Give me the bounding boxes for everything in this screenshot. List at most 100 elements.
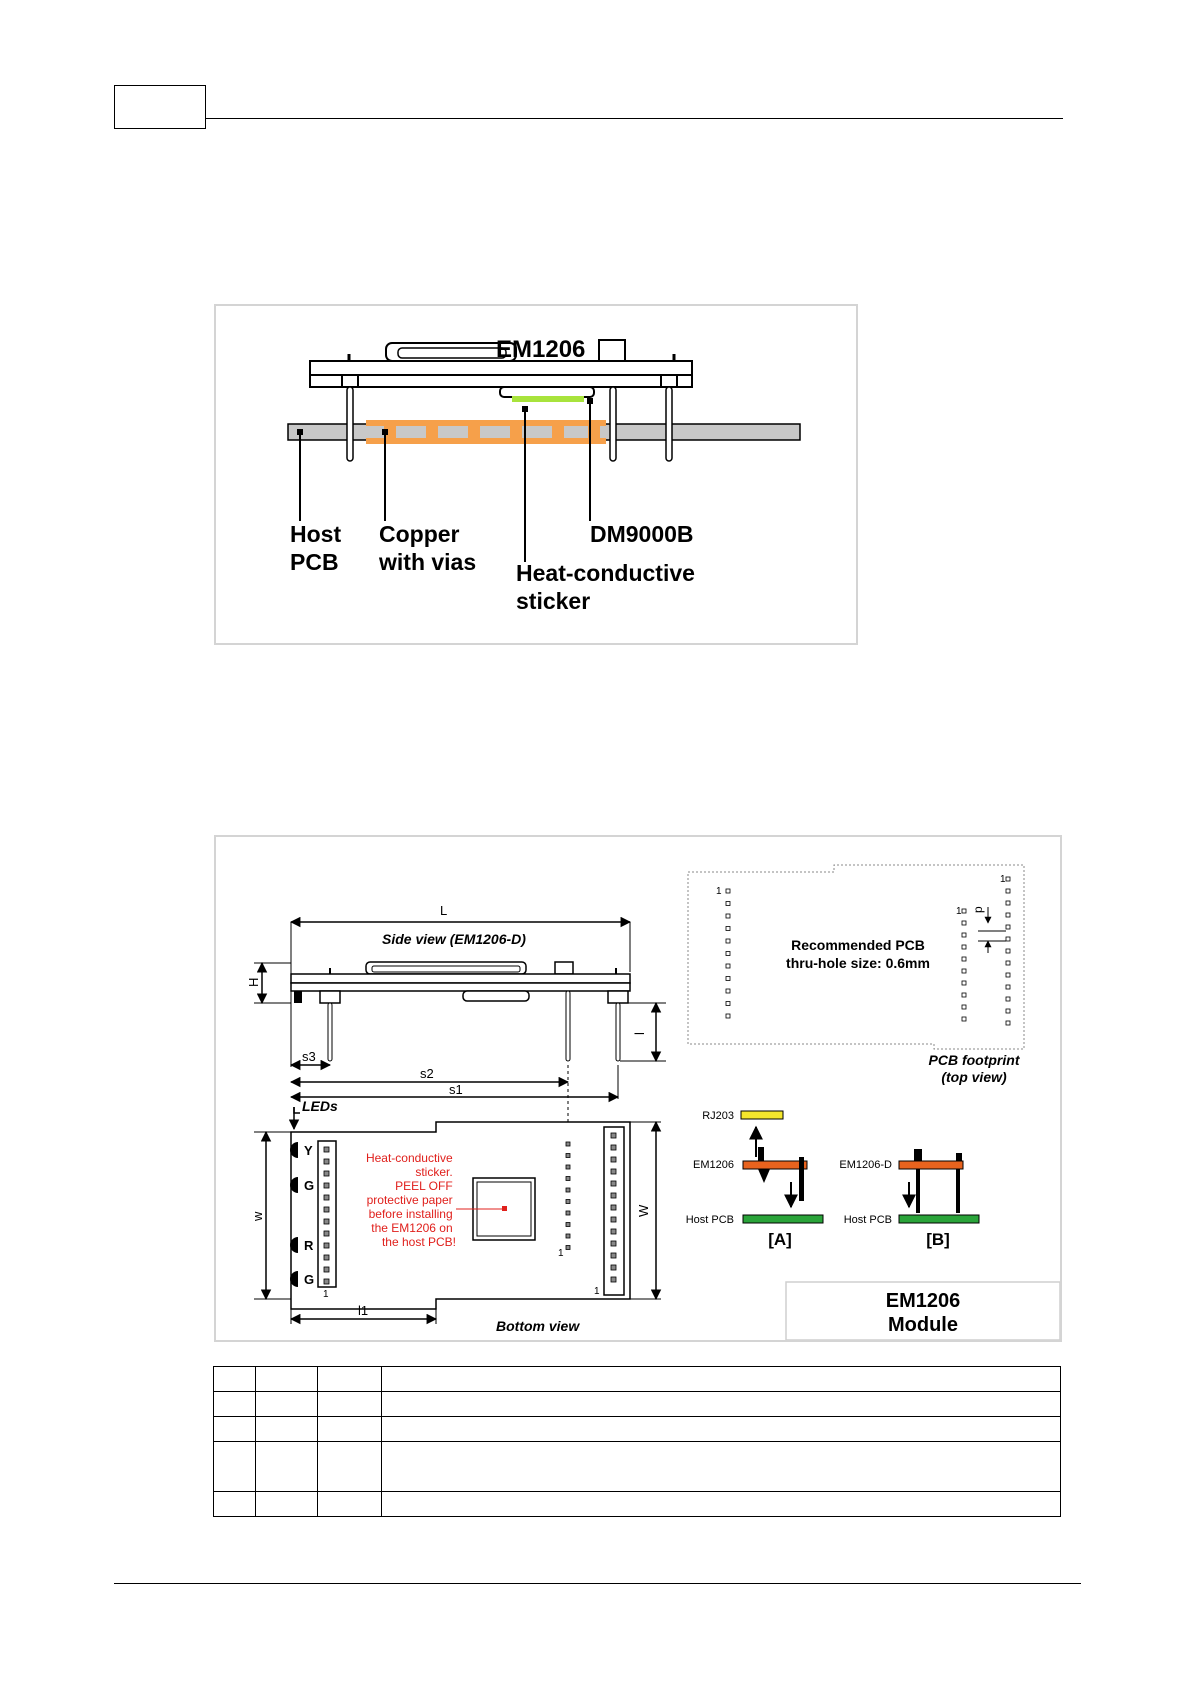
pin1-right-label: 1 [594, 1286, 600, 1297]
footprint-hole [961, 956, 967, 962]
footprint-hole [725, 901, 731, 906]
mechanical-drawing: L Side view (EM1206-D) H l s3 s2 s1 [246, 864, 1061, 1341]
table-cell [255, 1366, 318, 1392]
footprint-hole [1005, 936, 1011, 942]
label-sticker: Heat-conductive [516, 560, 695, 586]
connector-pin [323, 1254, 330, 1261]
footprint-line-1: Recommended PCB [791, 937, 925, 953]
table-cell [213, 1441, 256, 1492]
table-cell [317, 1391, 382, 1417]
dim-H-label: H [246, 978, 261, 987]
table-row [213, 1366, 1061, 1392]
connector-pin [323, 1182, 330, 1189]
footprint-hole [725, 951, 731, 956]
table-cell [213, 1491, 256, 1517]
connector-pin [323, 1170, 330, 1177]
table-cell [255, 1441, 318, 1492]
footprint-pin1-right: 1 [1000, 874, 1006, 885]
dim-w-label: w [250, 1211, 265, 1222]
footprint-hole [725, 1001, 731, 1006]
footprint-hole [961, 920, 967, 926]
connector-pin [323, 1146, 330, 1153]
connector-pin [610, 1228, 617, 1235]
header-pin [565, 1199, 571, 1204]
led-R-label: R [304, 1238, 314, 1253]
footprint-hole [961, 992, 967, 998]
header-pin [565, 1141, 571, 1147]
header-pin [565, 1164, 571, 1170]
footprint-hole [1005, 972, 1011, 978]
table-cell [381, 1391, 1061, 1417]
connector-pin [610, 1168, 617, 1175]
table-cell [317, 1491, 382, 1517]
bottom-view-title: Bottom view [496, 1318, 580, 1334]
footprint-hole [1005, 996, 1011, 1002]
module-title-1: EM1206 [886, 1290, 961, 1312]
footprint-hole [725, 913, 731, 919]
connector-pin [610, 1156, 617, 1163]
page-number-box [114, 85, 206, 129]
table-cell [255, 1416, 318, 1442]
title-em1206: EM1206 [496, 336, 585, 363]
footprint-hole [725, 926, 731, 931]
footprint-pin1-left: 1 [716, 886, 722, 897]
label-host-pcb-b: Host PCB [844, 1214, 892, 1226]
connector-pin [610, 1240, 617, 1247]
label-host-pcb: Host [290, 521, 341, 547]
table-row [213, 1491, 1061, 1517]
footprint-caption-1: PCB footprint [929, 1052, 1021, 1068]
table-cell [381, 1416, 1061, 1442]
dim-s1-label: s1 [449, 1082, 463, 1097]
connector-pin [323, 1158, 330, 1165]
footprint-hole [725, 938, 731, 944]
footprint-hole [961, 932, 967, 938]
label-host-pcb-2: PCB [290, 549, 339, 575]
footprint-hole [725, 888, 731, 894]
table-cell [255, 1491, 318, 1517]
table-cell [213, 1416, 256, 1442]
led-G-label: G [304, 1178, 314, 1193]
label-em1206: EM1206 [693, 1159, 734, 1171]
footprint-hole [725, 976, 731, 981]
footprint-hole [1005, 924, 1011, 930]
side-view-title: Side view (EM1206-D) [382, 931, 526, 947]
label-dm9000b: DM9000B [590, 521, 694, 547]
label-copper-2: with vias [378, 549, 476, 575]
table-cell [381, 1366, 1061, 1392]
table-cell [381, 1441, 1061, 1492]
label-copper: Copper [379, 521, 460, 547]
label-sticker-2: sticker [516, 588, 590, 614]
table-cell [317, 1416, 382, 1442]
connector-pin [610, 1132, 617, 1139]
label-A: [A] [768, 1230, 792, 1249]
table-row [213, 1416, 1061, 1442]
label-em1206d: EM1206-D [839, 1159, 892, 1171]
connector-pin [323, 1218, 330, 1225]
table-cell [317, 1366, 382, 1392]
connector-pin [323, 1266, 330, 1273]
table-cell [213, 1391, 256, 1417]
spec-table [213, 1366, 1061, 1517]
cross-section-drawing: EM1206 Host PCB Copper with vias DM9000B… [287, 336, 801, 614]
table-cell [381, 1491, 1061, 1517]
connector-pin [323, 1206, 330, 1213]
figure-cross-section: EM1206 Host PCB Copper with vias DM9000B… [214, 304, 858, 645]
footprint-hole [961, 944, 967, 950]
footprint-hole [1005, 900, 1011, 906]
connector-pin [610, 1204, 617, 1211]
connector-pin [610, 1264, 617, 1271]
footprint-hole [961, 980, 967, 986]
dim-l1-label: l1 [358, 1303, 368, 1318]
header-pin [565, 1210, 571, 1216]
label-rj203: RJ203 [702, 1110, 734, 1122]
pin1-mid-label: 1 [558, 1248, 564, 1259]
header-rule [206, 118, 1063, 119]
footprint-hole [1005, 1020, 1011, 1026]
header-pin [565, 1153, 571, 1158]
footprint-hole [1005, 876, 1011, 882]
table-row [213, 1391, 1061, 1417]
dim-l-label: l [632, 1032, 647, 1035]
connector-pin [610, 1276, 617, 1283]
footprint-hole [725, 1013, 731, 1019]
footprint-hole [1005, 888, 1011, 894]
